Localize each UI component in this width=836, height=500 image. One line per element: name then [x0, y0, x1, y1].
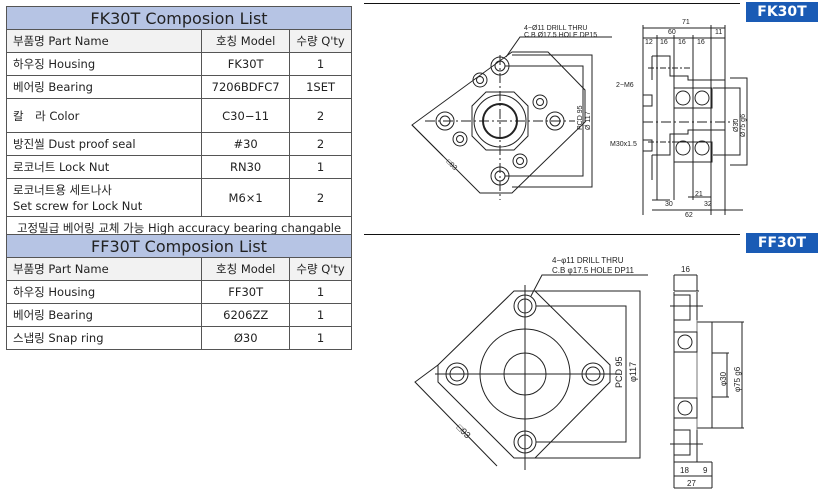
table-title: FK30T Composion List — [6, 6, 352, 30]
model: Ø30 — [201, 326, 291, 350]
table-row: 스냅링 Snap ring Ø30 1 — [5, 326, 352, 350]
qty: 2 — [289, 178, 352, 217]
ff30t-od-label: φ75 g6 — [733, 366, 742, 392]
fk30t-hole-note: 4−Ø11 DRILL THRU — [524, 25, 587, 32]
dim-16: 16 — [681, 265, 690, 274]
table-row: 로코너트용 세트나사 Set screw for Lock Nut M6×1 2 — [5, 178, 352, 217]
model: FF30T — [201, 280, 291, 304]
model: C30−11 — [201, 98, 291, 133]
fk30t-locknut-hex — [471, 91, 529, 151]
fk30t-square-label: □93 — [445, 158, 459, 172]
part-name: 칼 라 Color — [5, 98, 203, 133]
bore-label: Ø30 — [733, 119, 740, 132]
table-row: 로코너트 Lock Nut RN30 1 — [5, 155, 352, 179]
ff30t-pcd-label: PCD 95 — [614, 356, 624, 388]
dim-12: 12 — [645, 39, 653, 46]
table-row: 베어링 Bearing 6206ZZ 1 — [5, 303, 352, 327]
section-rule-top — [364, 3, 740, 4]
fk30t-counterbore-note: C.B Ø17.5 HOLE DP15 — [524, 32, 597, 39]
dim-27: 27 — [687, 479, 696, 488]
dim-16c: 16 — [697, 39, 705, 46]
qty: 1 — [289, 326, 352, 350]
part-name: 로코너트 Lock Nut — [5, 155, 203, 179]
header-model: 호칭 Model — [201, 29, 291, 53]
ff30t-counterbore-note: C.B φ17.5 HOLE DP11 — [552, 266, 635, 275]
tap-label: 2−M6 — [616, 82, 634, 89]
part-name-english: Set screw for Lock Nut — [13, 198, 143, 213]
table-row: 하우징 Housing FF30T 1 — [5, 280, 352, 304]
header-model: 호칭 Model — [201, 257, 291, 281]
model: #30 — [201, 132, 291, 156]
dim-16b: 16 — [678, 39, 686, 46]
ff30t-dia-label: φ117 — [628, 362, 638, 382]
part-name-korean: 로코너트용 세트나사 — [13, 182, 112, 197]
fk30t-pcd-label: PCD 95 — [577, 105, 584, 130]
part-name: 스냅링 Snap ring — [5, 326, 203, 350]
model: 7206BDFC7 — [201, 75, 291, 99]
ff30t-badge: FF30T — [746, 233, 818, 253]
thread-label: M30x1.5 — [610, 141, 637, 148]
model: M6×1 — [201, 178, 291, 217]
dim-18: 18 — [680, 466, 689, 475]
section-rule-bottom — [364, 234, 740, 235]
od-label: Ø75 g6 — [740, 114, 747, 137]
dim-62: 62 — [685, 212, 693, 219]
ff30t-hole-note: 4−φ11 DRILL THRU — [552, 256, 624, 265]
ff30t-side-view — [670, 274, 744, 489]
ff30t-composition-table: FF30T Composion List 부품명 Part Name 호칭 Mo… — [5, 234, 352, 350]
dim-21: 21 — [695, 191, 703, 198]
header-part-name: 부품명 Part Name — [5, 29, 203, 53]
ff30t-bore-label: φ30 — [719, 371, 728, 386]
ff30t-front-view — [414, 274, 648, 470]
dim-16a: 16 — [660, 39, 668, 46]
table-title: FF30T Composion List — [6, 234, 352, 258]
dim-71: 71 — [682, 19, 690, 26]
dim-60: 60 — [668, 29, 676, 36]
fk30t-side-view — [642, 25, 748, 215]
model: 6206ZZ — [201, 303, 291, 327]
dim-32: 32 — [704, 201, 712, 208]
header-qty: 수량 Q'ty — [289, 29, 352, 53]
qty: 2 — [289, 98, 352, 133]
header-qty: 수량 Q'ty — [289, 257, 352, 281]
qty: 1SET — [289, 75, 352, 99]
fk30t-dia-label: Ø 117 — [585, 111, 592, 130]
fk30t-front-view — [411, 36, 612, 200]
part-name: 로코너트용 세트나사 Set screw for Lock Nut — [5, 178, 203, 217]
fk30t-flange-outline — [411, 51, 586, 194]
model: RN30 — [201, 155, 291, 179]
fk30t-composition-table: FK30T Composion List 부품명 Part Name 호칭 Mo… — [5, 6, 352, 240]
dim-11: 11 — [715, 29, 722, 36]
fk30t-badge: FK30T — [746, 2, 818, 22]
table-row: 칼 라 Color C30−11 2 — [5, 98, 352, 133]
dim-30: 30 — [665, 201, 673, 208]
part-name: 하우징 Housing — [5, 52, 203, 76]
dim-9: 9 — [703, 466, 708, 475]
